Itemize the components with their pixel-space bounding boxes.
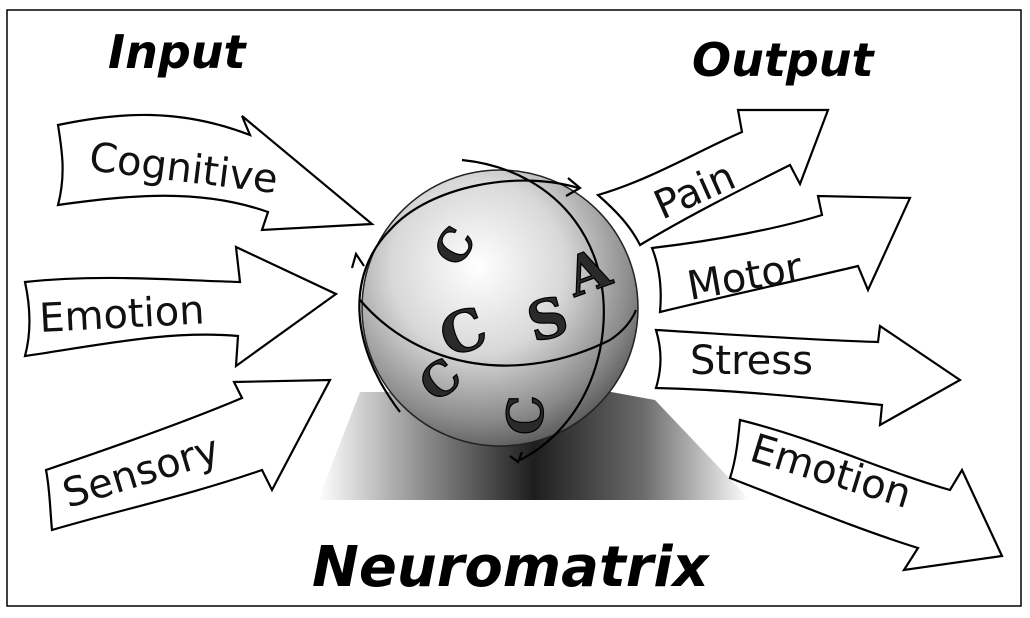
input-heading: Input xyxy=(108,25,248,79)
orbit-vertical xyxy=(461,158,605,461)
output-label-stress: Stress xyxy=(690,338,813,384)
output-heading: Output xyxy=(692,33,876,87)
output-arrow-motor: Motor xyxy=(650,194,912,314)
input-label-emotion: Emotion xyxy=(38,287,206,342)
neuromatrix-sphere: C C S A C C xyxy=(350,158,639,464)
output-arrow-stress: Stress xyxy=(654,324,963,427)
input-arrow-cognitive: Cognitive xyxy=(56,113,375,232)
neuromatrix-label: Neuromatrix xyxy=(312,535,711,600)
input-arrow-emotion: Emotion xyxy=(23,245,339,369)
orbit-arc xyxy=(358,179,579,413)
orbit-horizontal xyxy=(359,299,638,367)
sphere-glyph-6: C xyxy=(496,395,555,435)
